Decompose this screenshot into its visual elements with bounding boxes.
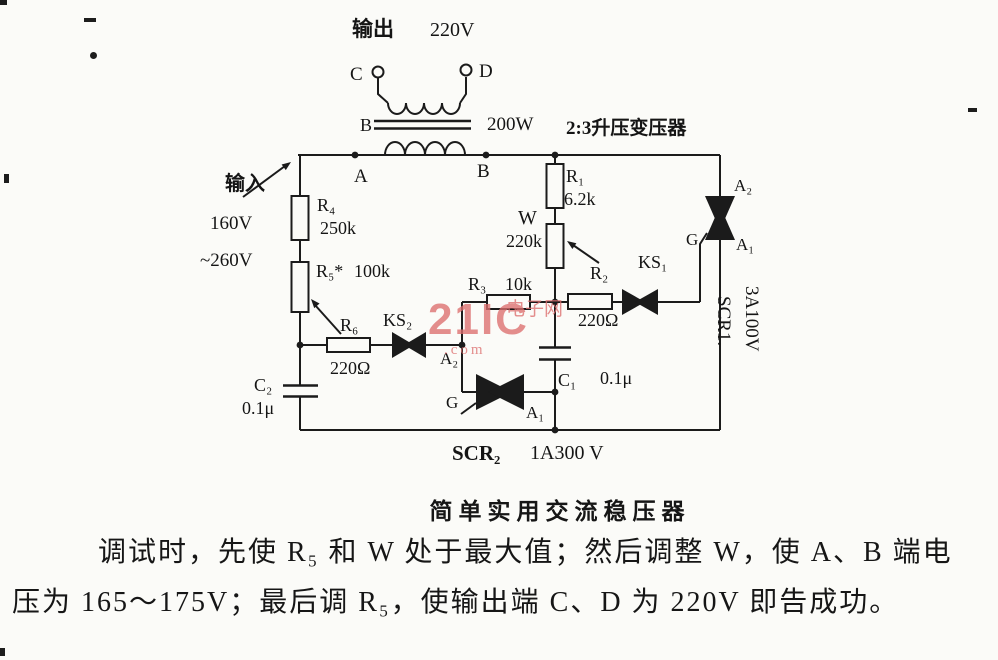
scan-artifact [968, 108, 977, 112]
power-label: 200W [487, 114, 534, 135]
ks2-name-label: KS₂ [383, 310, 412, 330]
scan-artifact [4, 174, 9, 183]
scr2-a2-label: A₂ [440, 349, 458, 368]
ks2-diac-triangle-right [404, 332, 426, 358]
input-vlow-label: 160V [210, 213, 253, 234]
node-b-label: B [477, 161, 490, 182]
r3-value-label: 10k [505, 274, 532, 294]
scr2-a1-label: A₁ [526, 403, 544, 422]
input-label: 输入 [225, 171, 265, 195]
resistor-r2 [567, 293, 613, 310]
junction-mid-bottom [551, 426, 559, 434]
junction-node-a [351, 151, 359, 159]
scan-artifact [90, 52, 97, 59]
c1-value-label: 0.1μ [600, 368, 632, 388]
junction-ks2-r3 [458, 341, 466, 349]
transformer-type-label: 2:3升压变压器 [566, 116, 687, 139]
ks2-diac-triangle-left [392, 332, 414, 358]
node-a-label: A [354, 166, 368, 187]
r2-name-label: R₂ [590, 263, 608, 283]
scr1-triac-triangle-bottom [705, 206, 735, 240]
r1-name-label: R₁ [566, 166, 584, 186]
input-vhigh-label: ~260V [200, 250, 253, 271]
scr2-triac-triangle-right [488, 374, 524, 410]
input-arrowhead [281, 162, 291, 171]
r4-name-label: R₄ [317, 195, 335, 215]
junction-scr2-a1 [551, 388, 559, 396]
scr2-gate-lead [460, 402, 477, 415]
solid-symbols [281, 151, 735, 434]
transformer-primary-winding [384, 141, 466, 156]
component-boxes [290, 163, 613, 353]
ks1-diac-triangle-left [622, 289, 645, 315]
terminal-c-label: C [350, 64, 363, 85]
circuit-diagram: 输出 220V C D B 200W 2:3升压变压器 A B 输入 160V … [200, 17, 762, 465]
r3-name-label: R₃ [468, 274, 486, 294]
resistor-r3 [486, 294, 531, 310]
capacitor-c2-plates [283, 384, 318, 398]
terminal-d-circle [459, 63, 473, 77]
junction-r6-tap [296, 341, 304, 349]
r1-value-label: 6.2k [564, 189, 596, 209]
resistor-r1 [545, 163, 565, 209]
scan-artifact [0, 0, 7, 5]
winding-b-label: B [360, 115, 372, 135]
junction-mid-top [551, 151, 559, 159]
scr1-g-label: G [686, 230, 698, 249]
scr2-name-label: SCR₂ [452, 441, 500, 465]
r4-value-label: 250k [320, 218, 356, 238]
resistor-r6 [326, 337, 371, 353]
scr1-a1-label: A₁ [736, 235, 754, 254]
w-wiper-arrow-line [572, 244, 600, 264]
capacitor-c1-plates [539, 346, 571, 361]
terminal-c-circle [371, 65, 385, 79]
r6-value-label: 220Ω [330, 358, 370, 378]
description-line1: 调试时，先使 R₅ 和 W 处于最大值；然后调整 W，使 A、B 端电 [98, 537, 953, 568]
c1-name-label: C₁ [558, 370, 576, 390]
scr1-rating-label: 3A100V [741, 286, 762, 352]
output-label: 输出 [352, 17, 394, 41]
ks1-name-label: KS₁ [638, 252, 667, 272]
junction-r3-r2 [551, 298, 559, 306]
wiring [242, 77, 721, 431]
potentiometer-w [545, 223, 565, 269]
c2-name-label: C₂ [254, 375, 272, 395]
transformer-core [374, 119, 471, 130]
figure-caption: 简单实用交流稳压器 [429, 499, 691, 524]
r5-name-label: R₅* [316, 261, 343, 281]
r5-wiper-arrowhead [311, 299, 320, 309]
w-value-label: 220k [506, 231, 542, 251]
transformer-secondary-winding [387, 102, 461, 115]
ks1-diac-triangle-right [635, 289, 658, 315]
scan-artifact [84, 18, 96, 22]
r2-value-label: 220Ω [578, 310, 618, 330]
output-voltage-label: 220V [430, 19, 475, 41]
resistor-r4 [290, 195, 310, 241]
w-name-label: W [518, 207, 537, 229]
potentiometer-r5 [290, 261, 310, 313]
branch-r2-ks1 [555, 232, 708, 303]
scr1-name-label: SCR1. [713, 296, 734, 346]
scr1-a2-label: A₂ [734, 176, 752, 195]
c2-value-label: 0.1μ [242, 398, 274, 418]
scr2-g-label: G [446, 393, 458, 412]
terminal-d-label: D [479, 61, 493, 82]
description-line2: 压为 165～175V；最后调 R₅，使输出端 C、D 为 220V 即告成功。 [12, 587, 900, 618]
description-paragraph: 调试时，先使 R₅ 和 W 处于最大值；然后调整 W，使 A、B 端电 压为 1… [12, 528, 990, 628]
r5-wiper-arrow-line [314, 304, 342, 335]
scr2-rating-label: 1A300 V [530, 442, 604, 464]
input-arrow-line [242, 165, 286, 198]
branch-r3 [461, 301, 555, 393]
r5-value-label: 100k [354, 261, 390, 281]
w-wiper-arrowhead [567, 241, 577, 249]
scan-artifact [0, 648, 5, 656]
junction-node-b [482, 151, 490, 159]
transformer-secondary-leads [377, 77, 467, 104]
r6-name-label: R₆ [340, 315, 358, 335]
